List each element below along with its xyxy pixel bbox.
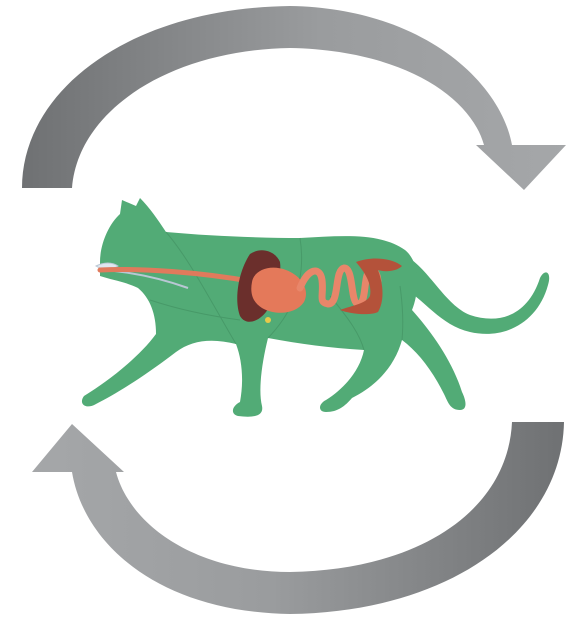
pancreas: [265, 317, 271, 323]
cat-digestive-system-illustration: [82, 198, 549, 417]
bottom-cycle-arrow-icon: [32, 422, 564, 614]
top-cycle-arrow-icon: [22, 6, 566, 190]
cat-tail: [400, 255, 549, 334]
